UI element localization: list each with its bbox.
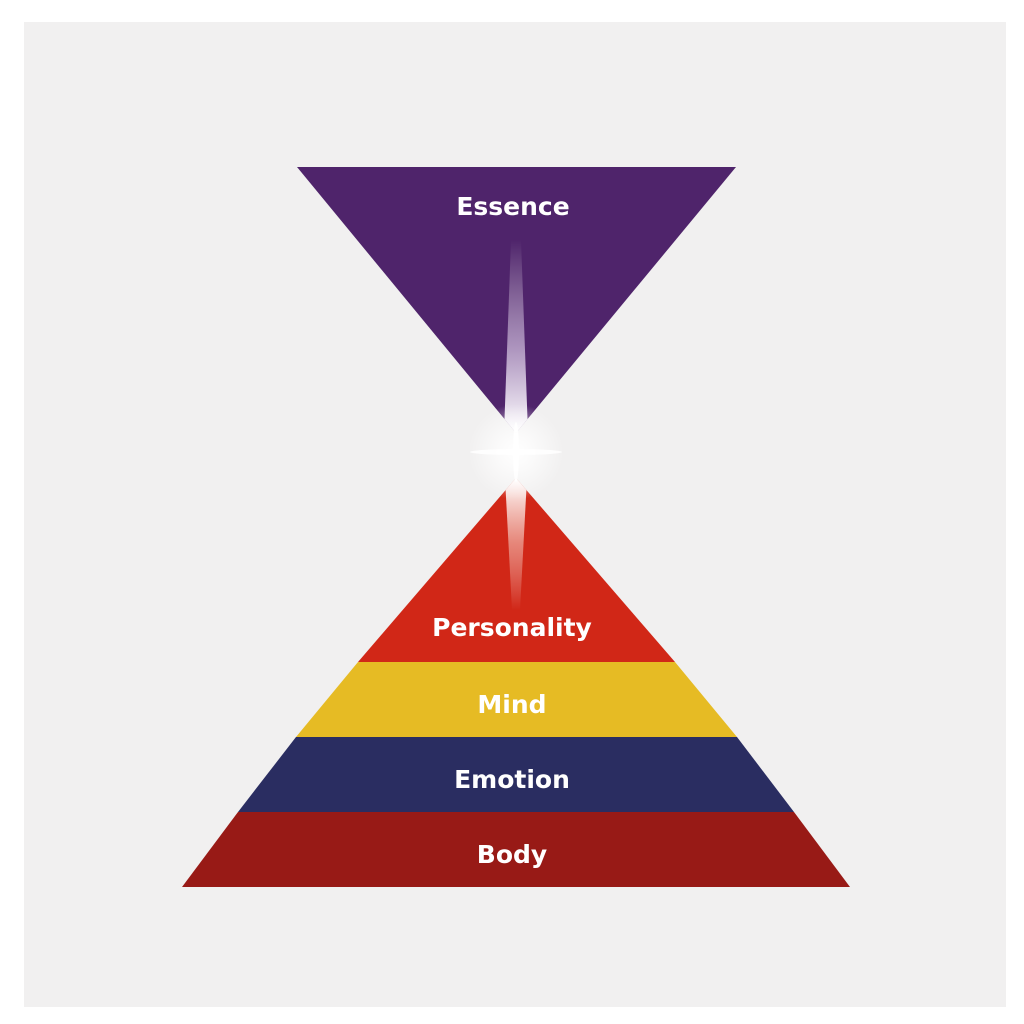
body-layer [182,812,850,887]
personality-label: Personality [432,613,592,642]
personality-glow [406,478,626,648]
emotion-label: Emotion [454,765,570,794]
mind-layer [296,662,737,737]
body-label: Body [477,840,547,869]
emotion-layer [238,737,794,812]
essence-label: Essence [456,192,569,221]
light-flare [468,404,564,500]
mind-label: Mind [477,690,546,719]
